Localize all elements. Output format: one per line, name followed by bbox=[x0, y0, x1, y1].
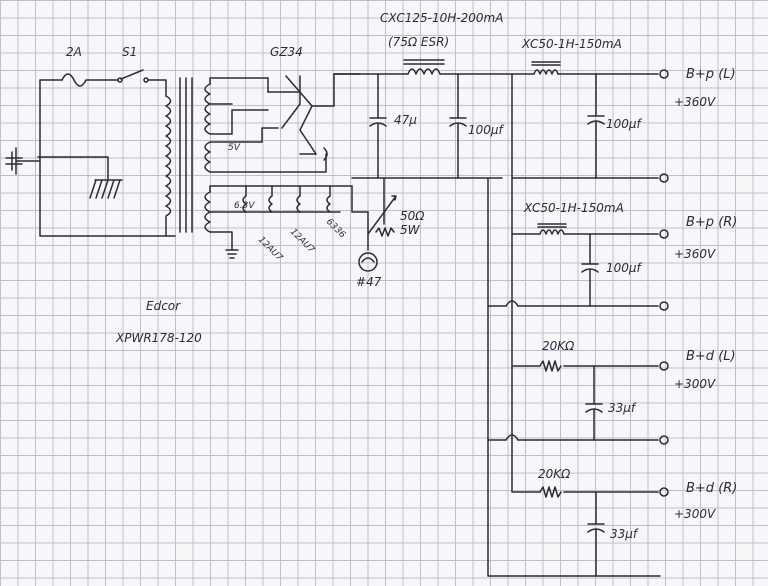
choke2-label: XC50-1H-150mA bbox=[521, 37, 622, 51]
cap6-label: 33μf bbox=[610, 527, 639, 541]
rectifier-label: GZ34 bbox=[270, 45, 303, 59]
winding-63v-label: 6.3V bbox=[234, 201, 255, 211]
out3-voltage: +300V bbox=[674, 377, 716, 391]
transformer-core bbox=[179, 77, 193, 233]
choke1-label: CXC125-10H-200mA bbox=[380, 11, 503, 25]
cap1-label: 47μ bbox=[394, 113, 417, 127]
cap1-symbol bbox=[369, 73, 387, 179]
out2-label: B+p (R) bbox=[686, 215, 737, 230]
heater1-label: 12AU7 bbox=[256, 235, 284, 263]
choke2-symbol bbox=[531, 61, 561, 75]
resistor1-watt: 5W bbox=[400, 223, 421, 237]
switch-label: S1 bbox=[122, 45, 137, 59]
transformer-model: XPWR178-120 bbox=[115, 331, 202, 345]
cap6-symbol bbox=[587, 491, 605, 577]
chassis-ground bbox=[89, 179, 123, 199]
ground-rail bbox=[351, 173, 669, 577]
out1-voltage: +360V bbox=[674, 95, 716, 109]
mains-plug bbox=[5, 147, 41, 175]
winding-5v-label: 5V bbox=[228, 143, 241, 153]
out3-label: B+d (L) bbox=[686, 349, 736, 364]
fuse-label: 2A bbox=[66, 45, 82, 59]
res2-label: 20KΩ bbox=[542, 339, 575, 353]
lamp-symbol bbox=[358, 252, 378, 272]
rectifier-tube bbox=[267, 73, 361, 161]
ground-rail-3 bbox=[487, 434, 669, 445]
cap2-symbol bbox=[449, 73, 467, 179]
out1-label: B+p (L) bbox=[686, 67, 736, 82]
switch-symbol bbox=[117, 69, 167, 97]
choke1-esr-label: (75Ω ESR) bbox=[388, 35, 449, 49]
fuse-symbol bbox=[61, 73, 119, 87]
cap2-label: 100μf bbox=[468, 123, 505, 137]
heater3-label: 6336 bbox=[324, 217, 347, 240]
cap4-symbol bbox=[581, 233, 599, 307]
transformer-primary bbox=[165, 95, 172, 237]
cap5-label: 33μf bbox=[608, 401, 637, 415]
out4-branch bbox=[511, 365, 669, 498]
transformer-brand: Edcor bbox=[146, 299, 181, 313]
transformer-secondaries bbox=[204, 77, 353, 259]
cap3-symbol bbox=[587, 73, 605, 179]
out4-label: B+d (R) bbox=[686, 481, 737, 496]
res3-label: 20KΩ bbox=[538, 467, 571, 481]
cap3-label: 100μf bbox=[606, 117, 643, 131]
heater2-label: 12AU7 bbox=[288, 227, 316, 255]
cap4-label: 100μf bbox=[606, 261, 643, 275]
ground-rail-2 bbox=[487, 300, 669, 311]
resistor1-label: 50Ω bbox=[400, 209, 425, 223]
cap5-symbol bbox=[585, 365, 603, 441]
choke3-label: XC50-1H-150mA bbox=[523, 201, 624, 215]
resistor1-symbol bbox=[367, 177, 397, 251]
out1-terminal bbox=[659, 69, 669, 79]
out2-voltage: +360V bbox=[674, 247, 716, 261]
choke1-symbol bbox=[403, 59, 445, 75]
lamp-label: #47 bbox=[356, 275, 382, 289]
heater-circuit bbox=[209, 185, 369, 213]
mains-wiring bbox=[37, 79, 176, 237]
out4-voltage: +300V bbox=[674, 507, 716, 521]
